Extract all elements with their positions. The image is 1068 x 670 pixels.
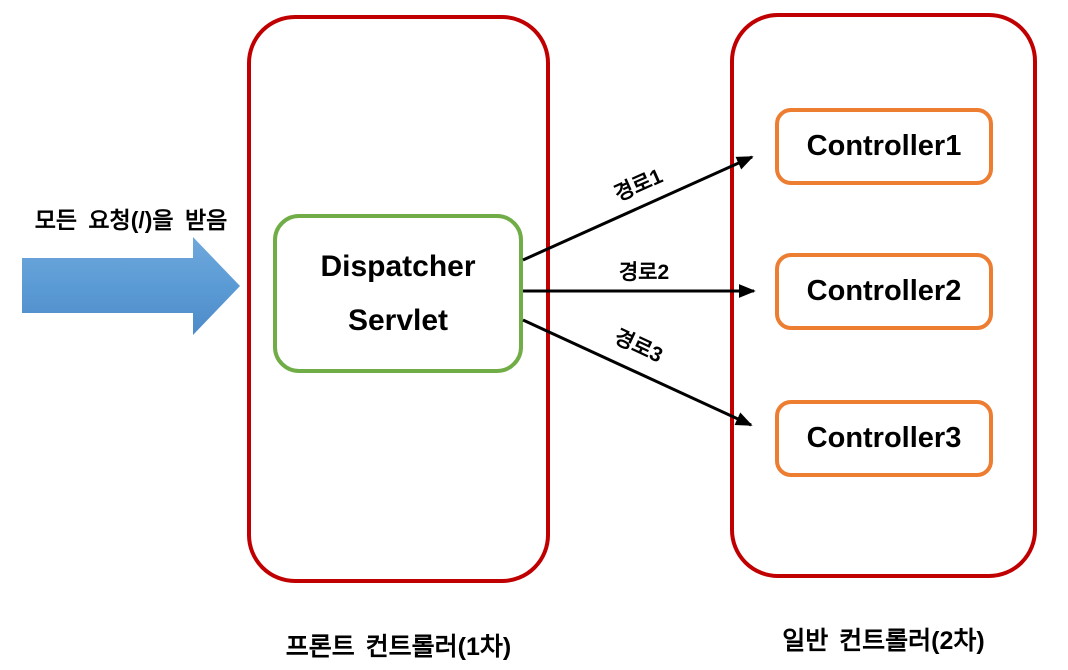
general-controller-container-box bbox=[730, 13, 1037, 578]
route3-label: 경로3 bbox=[610, 325, 667, 368]
controller3-box: Controller3 bbox=[775, 400, 993, 477]
controller1-box: Controller1 bbox=[775, 108, 993, 185]
route2-label: 경로2 bbox=[618, 261, 670, 284]
route1-label: 경로1 bbox=[610, 164, 667, 207]
dispatcher-servlet-box: Dispatcher Servlet bbox=[273, 214, 523, 373]
incoming-flow-arrow-icon bbox=[22, 237, 240, 335]
dispatcher-label-line1: Dispatcher bbox=[320, 249, 476, 283]
general-controller-caption: 일반 컨트롤러(2차) bbox=[782, 627, 985, 655]
controller2-box: Controller2 bbox=[775, 253, 993, 330]
dispatcher-label-line2: Servlet bbox=[347, 303, 449, 337]
incoming-request-label: 모든 요청(/)을 받음 bbox=[34, 207, 228, 233]
front-controller-caption: 프론트 컨트롤러(1차) bbox=[285, 633, 512, 661]
front-controller-container-box bbox=[247, 15, 550, 583]
